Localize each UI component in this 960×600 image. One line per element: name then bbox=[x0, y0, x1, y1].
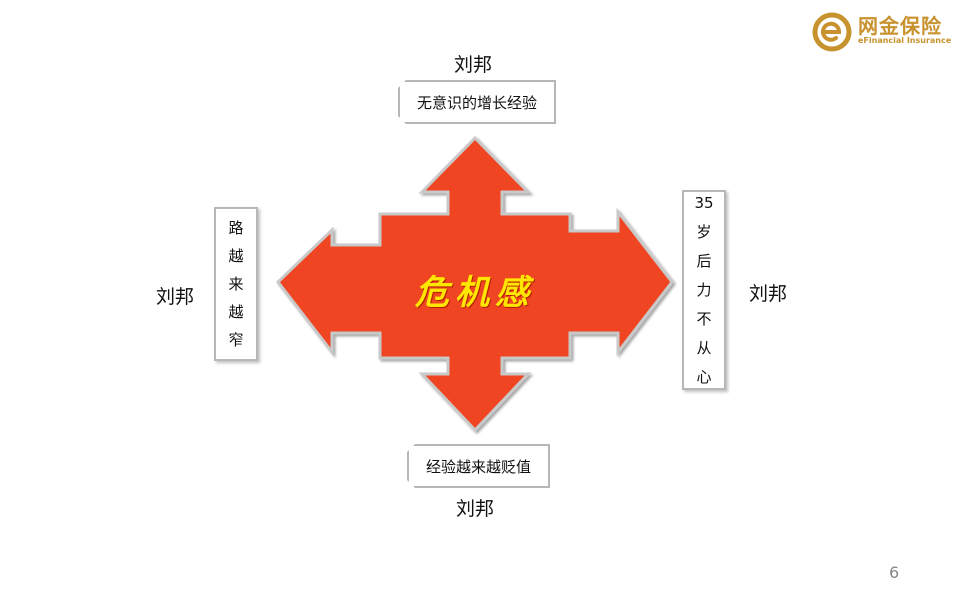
page-number: 6 bbox=[889, 563, 900, 582]
center-label: 危机感 bbox=[415, 273, 535, 313]
person-name-bottom: 刘邦 bbox=[456, 498, 495, 520]
logo-cn-text: 网金保险 bbox=[858, 14, 942, 38]
callout-right-char: 后 bbox=[696, 251, 712, 270]
callout-bottom-text: 经验越来越贬值 bbox=[425, 457, 531, 476]
brand-logo: 网金保险 eFinancial Insurance bbox=[812, 8, 957, 52]
callout-top-text: 无意识的增长经验 bbox=[416, 93, 537, 112]
callout-left: 路 越 来 越 窄 bbox=[214, 207, 258, 361]
callout-left-char: 越 bbox=[228, 303, 244, 321]
callout-right-char: 力 bbox=[696, 280, 712, 299]
callout-right-char: 从 bbox=[696, 338, 712, 357]
callout-top: 无意识的增长经验 bbox=[398, 80, 556, 124]
person-name-right: 刘邦 bbox=[749, 283, 788, 305]
person-name-left: 刘邦 bbox=[156, 286, 195, 308]
arrow-shape bbox=[275, 135, 674, 433]
callout-right-char: 岁 bbox=[696, 222, 712, 241]
callout-right-char: 35 bbox=[694, 193, 714, 212]
callout-left-char: 路 bbox=[228, 219, 244, 237]
callout-left-char: 窄 bbox=[228, 331, 244, 349]
callout-bottom: 经验越来越贬值 bbox=[407, 444, 550, 488]
callout-left-char: 来 bbox=[228, 275, 244, 293]
logo-en-text: eFinancial Insurance bbox=[858, 36, 952, 45]
callout-right-char: 不 bbox=[696, 309, 712, 328]
callout-right-char: 心 bbox=[696, 367, 712, 386]
person-name-top: 刘邦 bbox=[454, 54, 493, 76]
four-way-arrow bbox=[275, 135, 674, 433]
e-ring-icon bbox=[812, 12, 852, 52]
callout-left-char: 越 bbox=[228, 247, 244, 265]
callout-right: 35 岁 后 力 不 从 心 bbox=[682, 190, 726, 390]
